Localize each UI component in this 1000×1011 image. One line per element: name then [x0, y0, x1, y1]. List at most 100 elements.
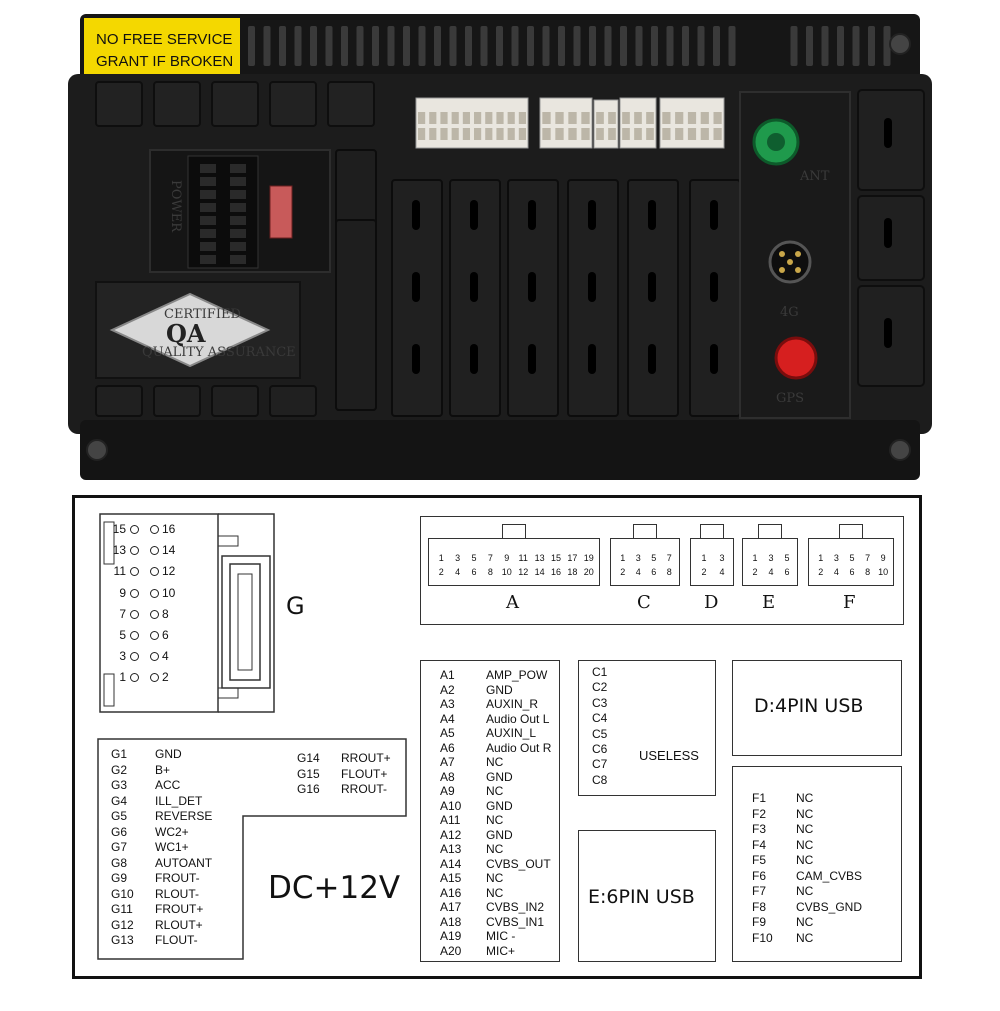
g-pin-left-number: 7	[119, 606, 126, 621]
pin-code: G9	[111, 871, 128, 885]
c-pin-code: C3	[592, 695, 608, 710]
g-pin-left-number: 13	[112, 543, 126, 558]
g-pin-left-hole	[130, 673, 139, 683]
pin-name: B+	[155, 762, 171, 777]
e-usb-box	[578, 830, 716, 962]
c-pin-code: C2	[592, 680, 608, 695]
connector-latch	[633, 524, 657, 538]
pin-name: GND	[155, 747, 182, 761]
power-connector-socket[interactable]	[187, 155, 259, 269]
pin-name: NC	[796, 930, 814, 945]
connector-pin-number: 19	[583, 553, 594, 563]
pin-code: A20	[440, 943, 462, 958]
pin-code: A11	[440, 813, 461, 827]
a-pin-list-box	[420, 660, 560, 962]
gps-port[interactable]	[774, 336, 818, 380]
qa-top-text: CERTIFIED	[164, 307, 241, 322]
connector-pin-number: 8	[666, 567, 672, 577]
connector-pin-number: 7	[487, 553, 493, 563]
pin-code: G14	[297, 751, 320, 765]
connector-pin-number: 7	[865, 553, 871, 563]
g-pin-left-number: 3	[119, 649, 126, 664]
g-pin-left-number: 11	[113, 564, 126, 579]
pin-name: GND	[486, 827, 513, 842]
pin-name: AMP_POW	[486, 668, 548, 682]
pin-name: NC	[796, 853, 814, 867]
connector-pin-number: 3	[768, 553, 774, 563]
g-pin-right-hole	[150, 588, 159, 598]
pin-name: NC	[796, 791, 814, 805]
g-pin-right-number: 14	[162, 543, 176, 558]
connector-pin-number: 1	[752, 553, 758, 563]
connector-pin-number: 11	[518, 553, 528, 563]
g-pin-left-hole	[130, 652, 139, 662]
connector-pin-number: 7	[666, 553, 672, 563]
g-pin-list-outline	[97, 738, 407, 960]
d-usb-label: D:4PIN USB	[754, 695, 864, 717]
connector-latch	[502, 524, 526, 538]
pin-code: G8	[111, 855, 128, 870]
pin-name: RROUT+	[341, 751, 391, 765]
connector-pin-number: 2	[701, 567, 707, 577]
d-usb-box	[732, 660, 902, 756]
pin-code: F4	[752, 837, 767, 852]
pin-code: A18	[440, 914, 462, 929]
unit-bottom-rail	[80, 420, 920, 480]
connector-pin-number: 8	[487, 567, 493, 577]
g-pin-left-hole	[130, 525, 139, 534]
g-connector-label: G	[286, 592, 305, 620]
pin-name: FLOUT+	[341, 766, 388, 781]
e-usb-label: E:6PIN USB	[588, 886, 695, 908]
pin-name: Audio Out R	[486, 740, 552, 755]
pin-name: ACC	[155, 778, 181, 792]
pin-name: NC	[486, 885, 504, 900]
pin-code: G12	[111, 917, 134, 932]
g-pin-right-hole	[150, 673, 159, 683]
connector-pin-number: 2	[438, 567, 444, 577]
f-pin-list-box	[732, 766, 902, 962]
connector-latch	[839, 524, 863, 538]
sticker-line2: GRANT IF BROKEN	[96, 53, 233, 70]
connector-pin-number: 10	[878, 567, 889, 577]
connector-pin-number: 5	[651, 553, 657, 563]
pin-name: AUXIN_R	[486, 697, 539, 711]
pin-name: NC	[796, 915, 814, 929]
g-pin-left-number: 5	[119, 628, 126, 642]
connector-pin-number: 4	[768, 567, 774, 577]
pin-name: FROUT+	[155, 902, 204, 916]
g-pin-right-hole	[150, 546, 159, 556]
g-pin-left-number: 9	[119, 585, 126, 600]
connector-pin-number: 5	[784, 553, 790, 563]
pin-code: A12	[440, 827, 462, 842]
pin-name: NC	[486, 755, 504, 769]
pin-code: G3	[111, 778, 128, 792]
connector-pin-number: 9	[504, 553, 510, 563]
g-pin-left-hole	[130, 567, 139, 577]
connector-pin-number: 3	[455, 553, 461, 563]
connector-pin-number: 4	[635, 567, 641, 577]
pin-name: NC	[486, 871, 504, 885]
pin-name: RLOUT+	[155, 917, 203, 932]
pin-row: G3 ACC	[111, 778, 180, 794]
g-pin-right-hole	[150, 609, 159, 619]
g-pin-right-hole	[150, 631, 159, 640]
g-pin-left-number: 1	[119, 670, 126, 685]
